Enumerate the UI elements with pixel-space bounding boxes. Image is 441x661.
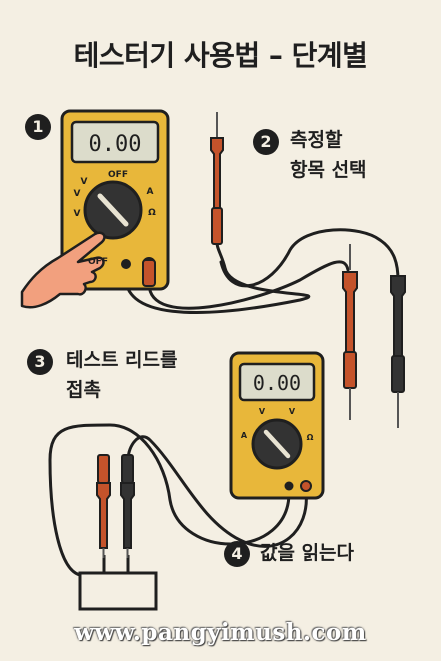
watermark: www.pangyimush.com [74,619,367,646]
step-3-line-1: 테스트 리드를 [66,349,178,371]
hand-illustration [20,231,106,309]
step-4-line-1: 값을 읽는다 [260,542,355,564]
dial-label-off-bottom: OFF [88,257,108,267]
probe-black-lower [120,454,135,558]
dial-label-v-2: V [74,189,81,199]
probe-red-right [342,244,358,420]
top-meter-display: 0.00 [89,132,142,157]
step-1-badge: 1 [25,114,51,140]
dial-label-v-1: V [81,177,88,187]
bottom-dial-label-a: A [241,431,248,440]
dial-label-a: A [147,187,154,197]
step-2-line-2: 항목 선택 [290,159,367,181]
dial-label-v-3: V [74,209,81,219]
wire-bottom-right [126,435,308,548]
step-2-line-1: 측정할 [290,129,343,151]
step-2-badge: 2 [253,129,279,155]
bottom-dial-label-ohm: Ω [307,433,314,442]
step-4-badge: 4 [224,541,250,567]
probe-black-right [390,275,406,428]
page-title: 테스터기 사용법 – 단계별 [73,39,368,72]
wire-probe2 [219,228,400,288]
component-under-test [78,555,158,611]
probe-step2 [210,112,224,245]
multimeter-bottom [229,351,325,500]
bottom-dial-label-v1: V [259,407,266,416]
step-3-badge: 3 [27,349,53,375]
bottom-meter-display: 0.00 [253,371,301,395]
wire-black-top [124,238,311,314]
dial-label-ohm: Ω [148,208,156,218]
dial-label-off-top: OFF [108,170,128,180]
bottom-dial-label-v2: V [289,407,296,416]
step-3-line-2: 접촉 [66,379,101,401]
probe-red-lower [96,454,111,558]
wire-red-top [147,260,350,310]
